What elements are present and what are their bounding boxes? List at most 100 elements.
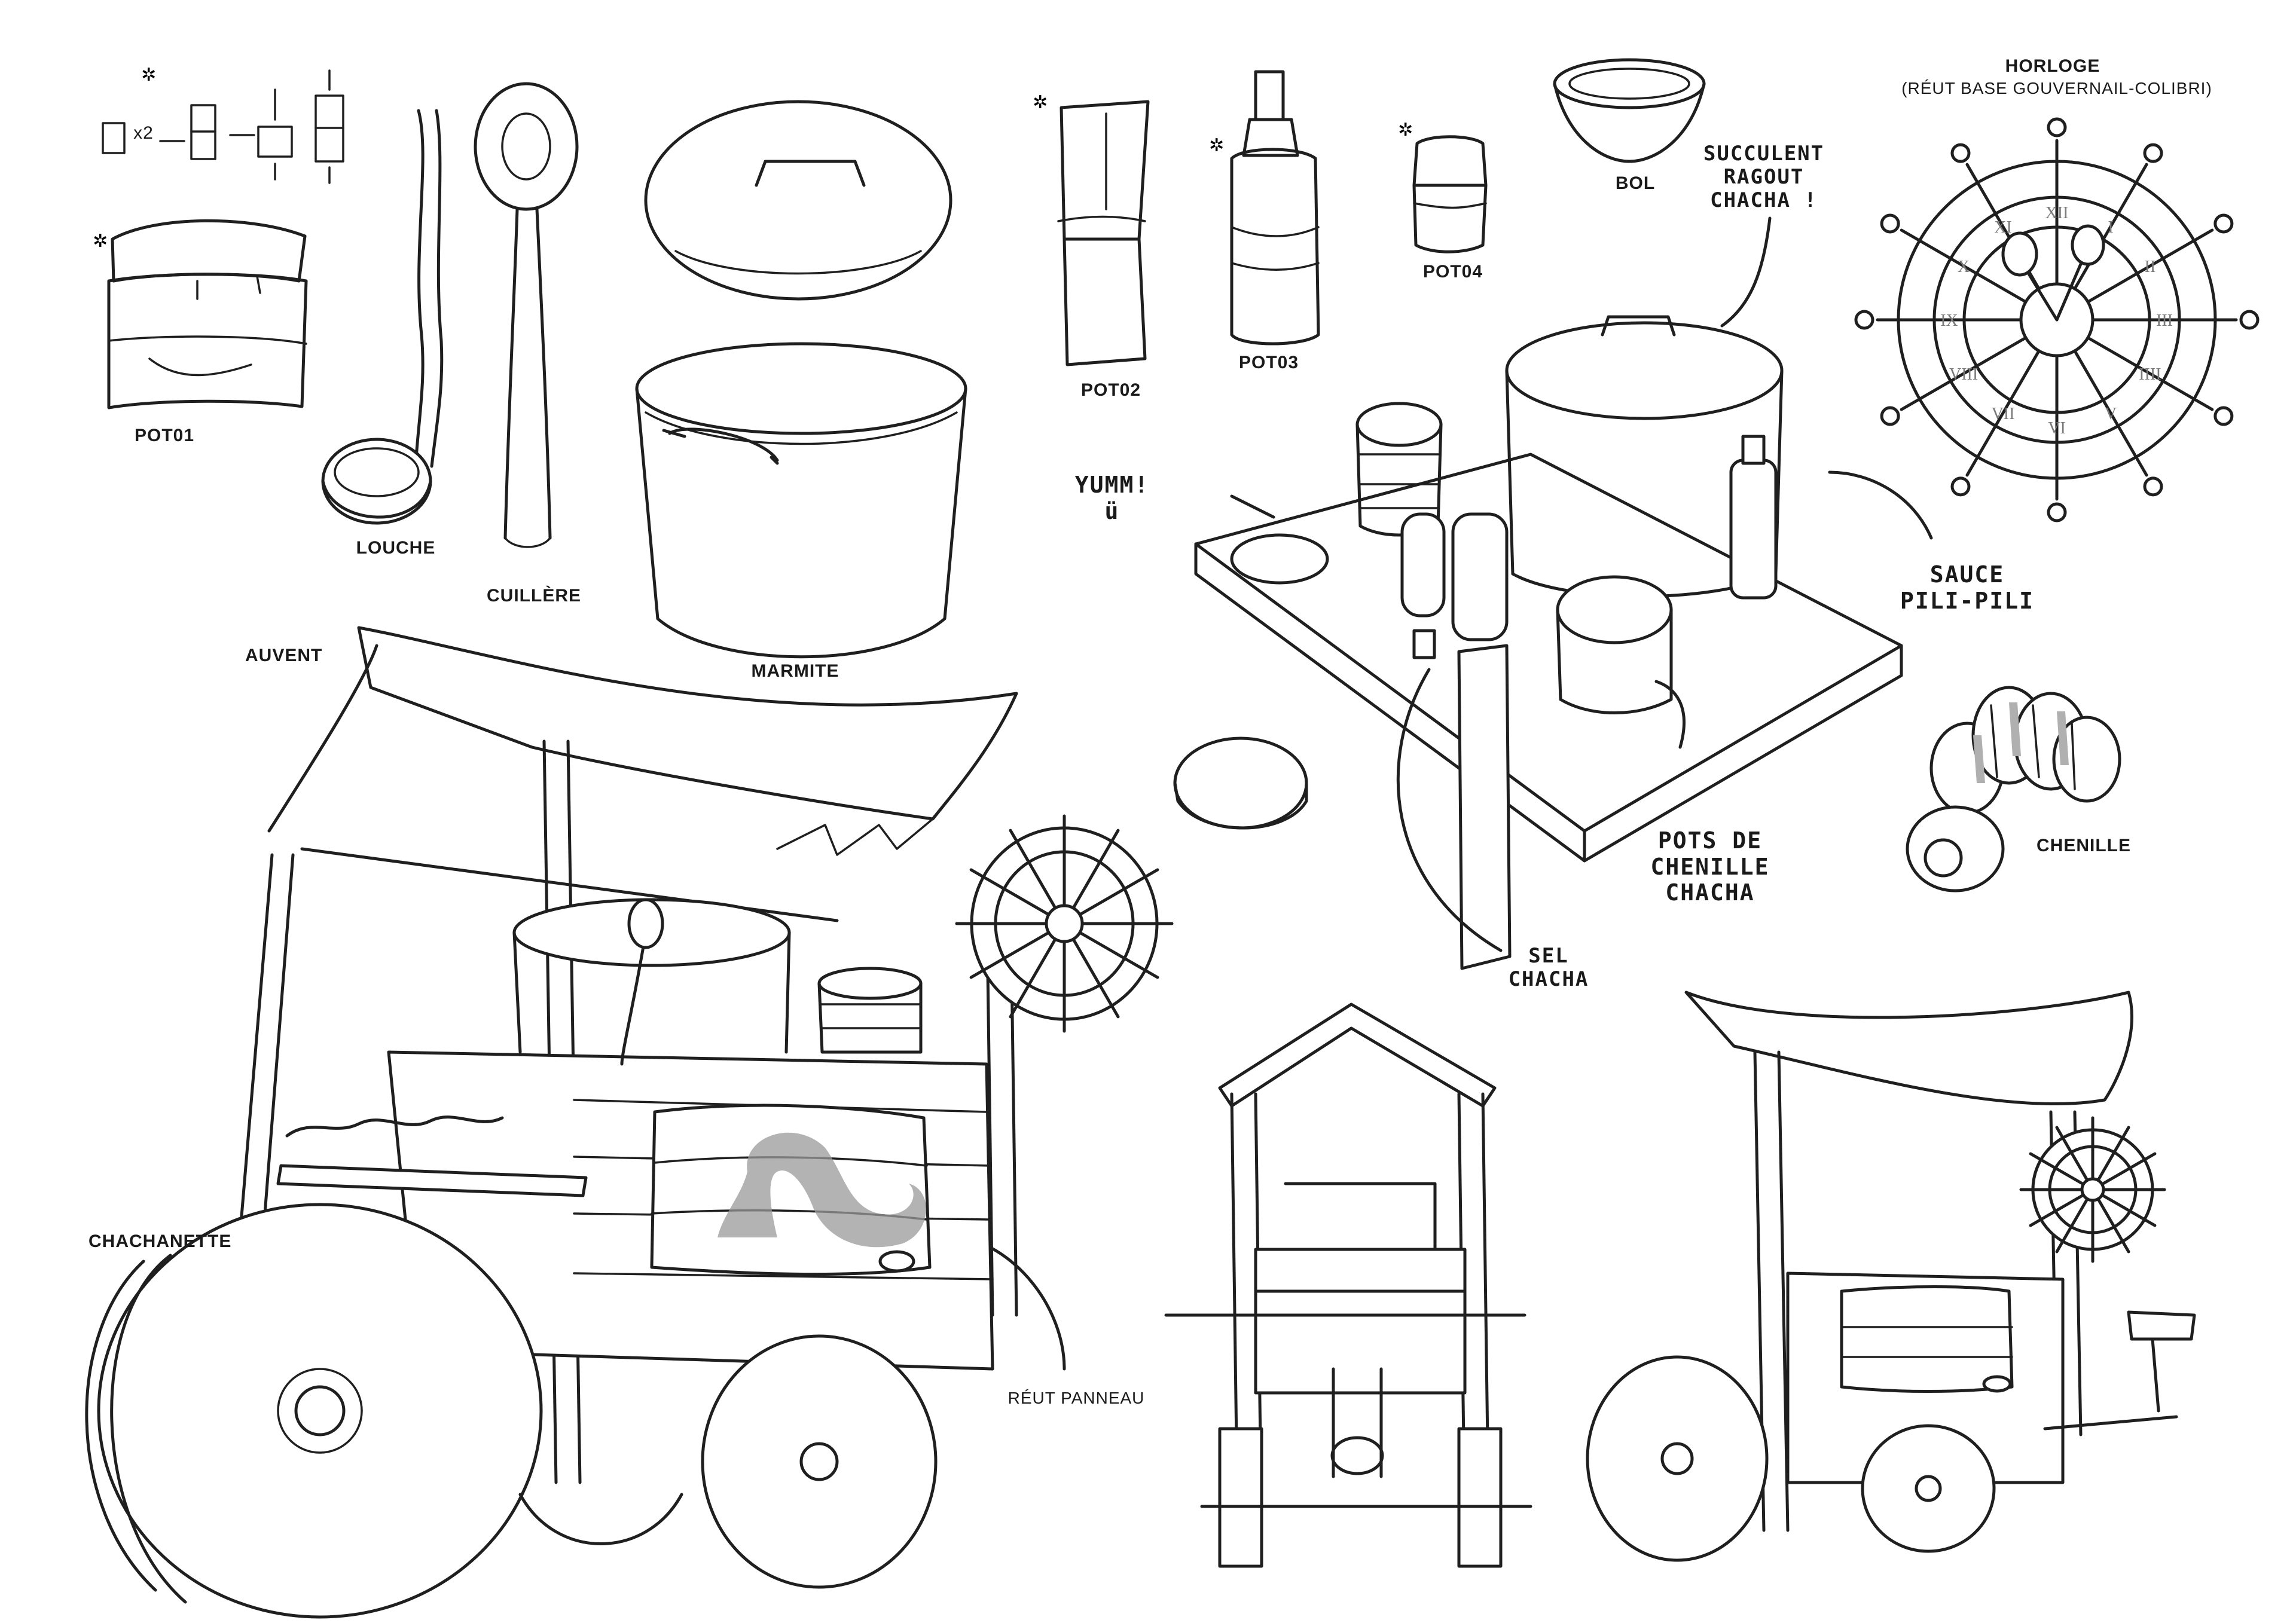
ladle-label: LOUCHE	[356, 538, 436, 558]
clock-numeral: V	[2105, 405, 2117, 423]
caterpillar-drawing	[1907, 687, 2120, 891]
side-cart-clock-drawing	[2021, 1118, 2164, 1261]
clock-numeral: III	[2156, 311, 2173, 330]
wheel-spoke	[2031, 1154, 2083, 1184]
annotation-line: CHACHA	[1665, 879, 1755, 906]
wheel-spoke	[971, 933, 1049, 977]
food-cart-front-drawing	[1166, 1004, 1531, 1566]
wheel-spoke	[1080, 933, 1158, 977]
wheel-handle	[2241, 311, 2258, 328]
clock-numeral: II	[2145, 258, 2156, 276]
wheel-spoke	[971, 870, 1049, 915]
wheel-spoke	[2098, 1199, 2129, 1252]
pot04-drawing	[1414, 137, 1486, 252]
bowl-drawing	[1555, 60, 1704, 161]
spoon-label: CUILLÈRE	[487, 586, 581, 606]
clock-numeral: I	[2108, 218, 2113, 237]
wheel-handle	[2215, 215, 2232, 232]
reuse-panel-label: RÉUT PANNEAU	[1007, 1389, 1145, 1407]
annotation-face: ü	[1104, 497, 1120, 524]
clock-numeral: XII	[2045, 204, 2069, 222]
main-cart-clock-drawing	[957, 816, 1172, 1031]
annotation-line: CHACHA !	[1710, 188, 1818, 213]
clock-numeral: VIII	[1949, 365, 1978, 384]
wheel-handle	[1882, 215, 1898, 232]
chachanette-label: CHACHANETTE	[88, 1231, 232, 1251]
annotation-line: SUCCULENT	[1703, 142, 1825, 166]
wheel-handle	[1952, 478, 1969, 495]
asterisk-marker: ✲	[1209, 136, 1225, 155]
annotation-line: SAUCE	[1929, 561, 2005, 588]
wheel-spoke	[1080, 870, 1158, 915]
clock-numeral: XI	[1994, 218, 2012, 237]
food-cart-main-drawing	[87, 628, 1016, 1617]
asterisk-marker: ✲	[93, 231, 108, 251]
pot03-label: POT03	[1238, 353, 1299, 372]
wheel-spoke	[2088, 230, 2212, 302]
ladle-drawing	[323, 111, 442, 523]
clock-numeral: VI	[2048, 419, 2066, 438]
wheel-handle	[1856, 311, 1873, 328]
wheel-spoke	[2075, 351, 2147, 475]
pot-label: MARMITE	[751, 661, 839, 681]
annotation-sauce: SAUCE PILI-PILI	[1900, 561, 2034, 614]
bowl-label: BOL	[1615, 173, 1656, 193]
pot02-label: POT02	[1080, 380, 1141, 400]
clock-label: HORLOGE	[2005, 56, 2100, 76]
annotation-sel: SEL CHACHA	[1508, 944, 1589, 992]
clock-numeral: IIII	[2139, 365, 2161, 384]
wheel-handle	[2145, 145, 2161, 161]
wheel-spoke	[1010, 830, 1055, 908]
annotation-line: PILI-PILI	[1900, 587, 2034, 614]
pot04-label: POT04	[1422, 262, 1483, 282]
annotation-yumm: YUMM! ü	[1075, 472, 1149, 524]
wheel-spoke	[2098, 1127, 2129, 1180]
pot01-assembly-diagram	[103, 71, 343, 183]
wheel-spoke	[2075, 164, 2147, 289]
times-two-note: x2	[133, 123, 154, 143]
wheel-spoke	[2102, 1195, 2155, 1225]
asterisk-marker: ✲	[1398, 120, 1413, 140]
clock-note: (RÉUT BASE GOUVERNAIL-COLIBRI)	[1901, 79, 2212, 97]
wheel-spoke	[1073, 939, 1118, 1017]
pot03-drawing	[1232, 72, 1318, 344]
pot01-label: POT01	[134, 426, 195, 445]
annotation-line: YUMM!	[1074, 472, 1150, 498]
annotation-line: CHACHA	[1508, 967, 1589, 992]
wheel-handle	[2048, 504, 2065, 521]
wheel-spoke	[1010, 939, 1055, 1017]
annotation-succulent: SUCCULENT RAGOUT CHACHA !	[1703, 142, 1824, 212]
wheel-handle	[2215, 408, 2232, 424]
wheel-spoke	[1967, 351, 2039, 475]
clock-numeral: IX	[1940, 311, 1958, 330]
helm-clock-drawing	[1856, 119, 2258, 521]
wheel-spoke	[2057, 1127, 2087, 1180]
wheel-spoke	[1901, 338, 2026, 409]
annotation-arrows	[951, 218, 1931, 1369]
clock-numeral: VII	[1992, 405, 2015, 423]
wheel-spoke	[2102, 1154, 2155, 1184]
food-cart-side-drawing	[1587, 992, 2194, 1560]
wheel-handle	[1882, 408, 1898, 424]
chenille-label: CHENILLE	[2037, 836, 2131, 855]
annotation-line: RAGOUT	[1723, 165, 1805, 189]
asterisk-marker: ✲	[141, 65, 157, 85]
wheel-spoke	[2057, 1199, 2087, 1252]
cart-top-isometric-drawing	[1175, 317, 1901, 968]
awning-label: AUVENT	[245, 646, 323, 665]
wheel-spoke	[1073, 830, 1118, 908]
asterisk-marker: ✲	[1033, 93, 1048, 112]
wheel-handle	[2145, 478, 2161, 495]
annotation-line: CHENILLE	[1650, 853, 1770, 880]
annotation-line: SEL	[1528, 944, 1569, 968]
clock-numeral: X	[1958, 258, 1970, 276]
pot01-drawing	[109, 221, 306, 408]
wheel-handle	[2048, 119, 2065, 136]
wheel-spoke	[1901, 230, 2026, 302]
wheel-spoke	[2088, 338, 2212, 409]
wheel-spoke	[2031, 1195, 2083, 1225]
cooking-pot-drawing	[637, 102, 966, 657]
